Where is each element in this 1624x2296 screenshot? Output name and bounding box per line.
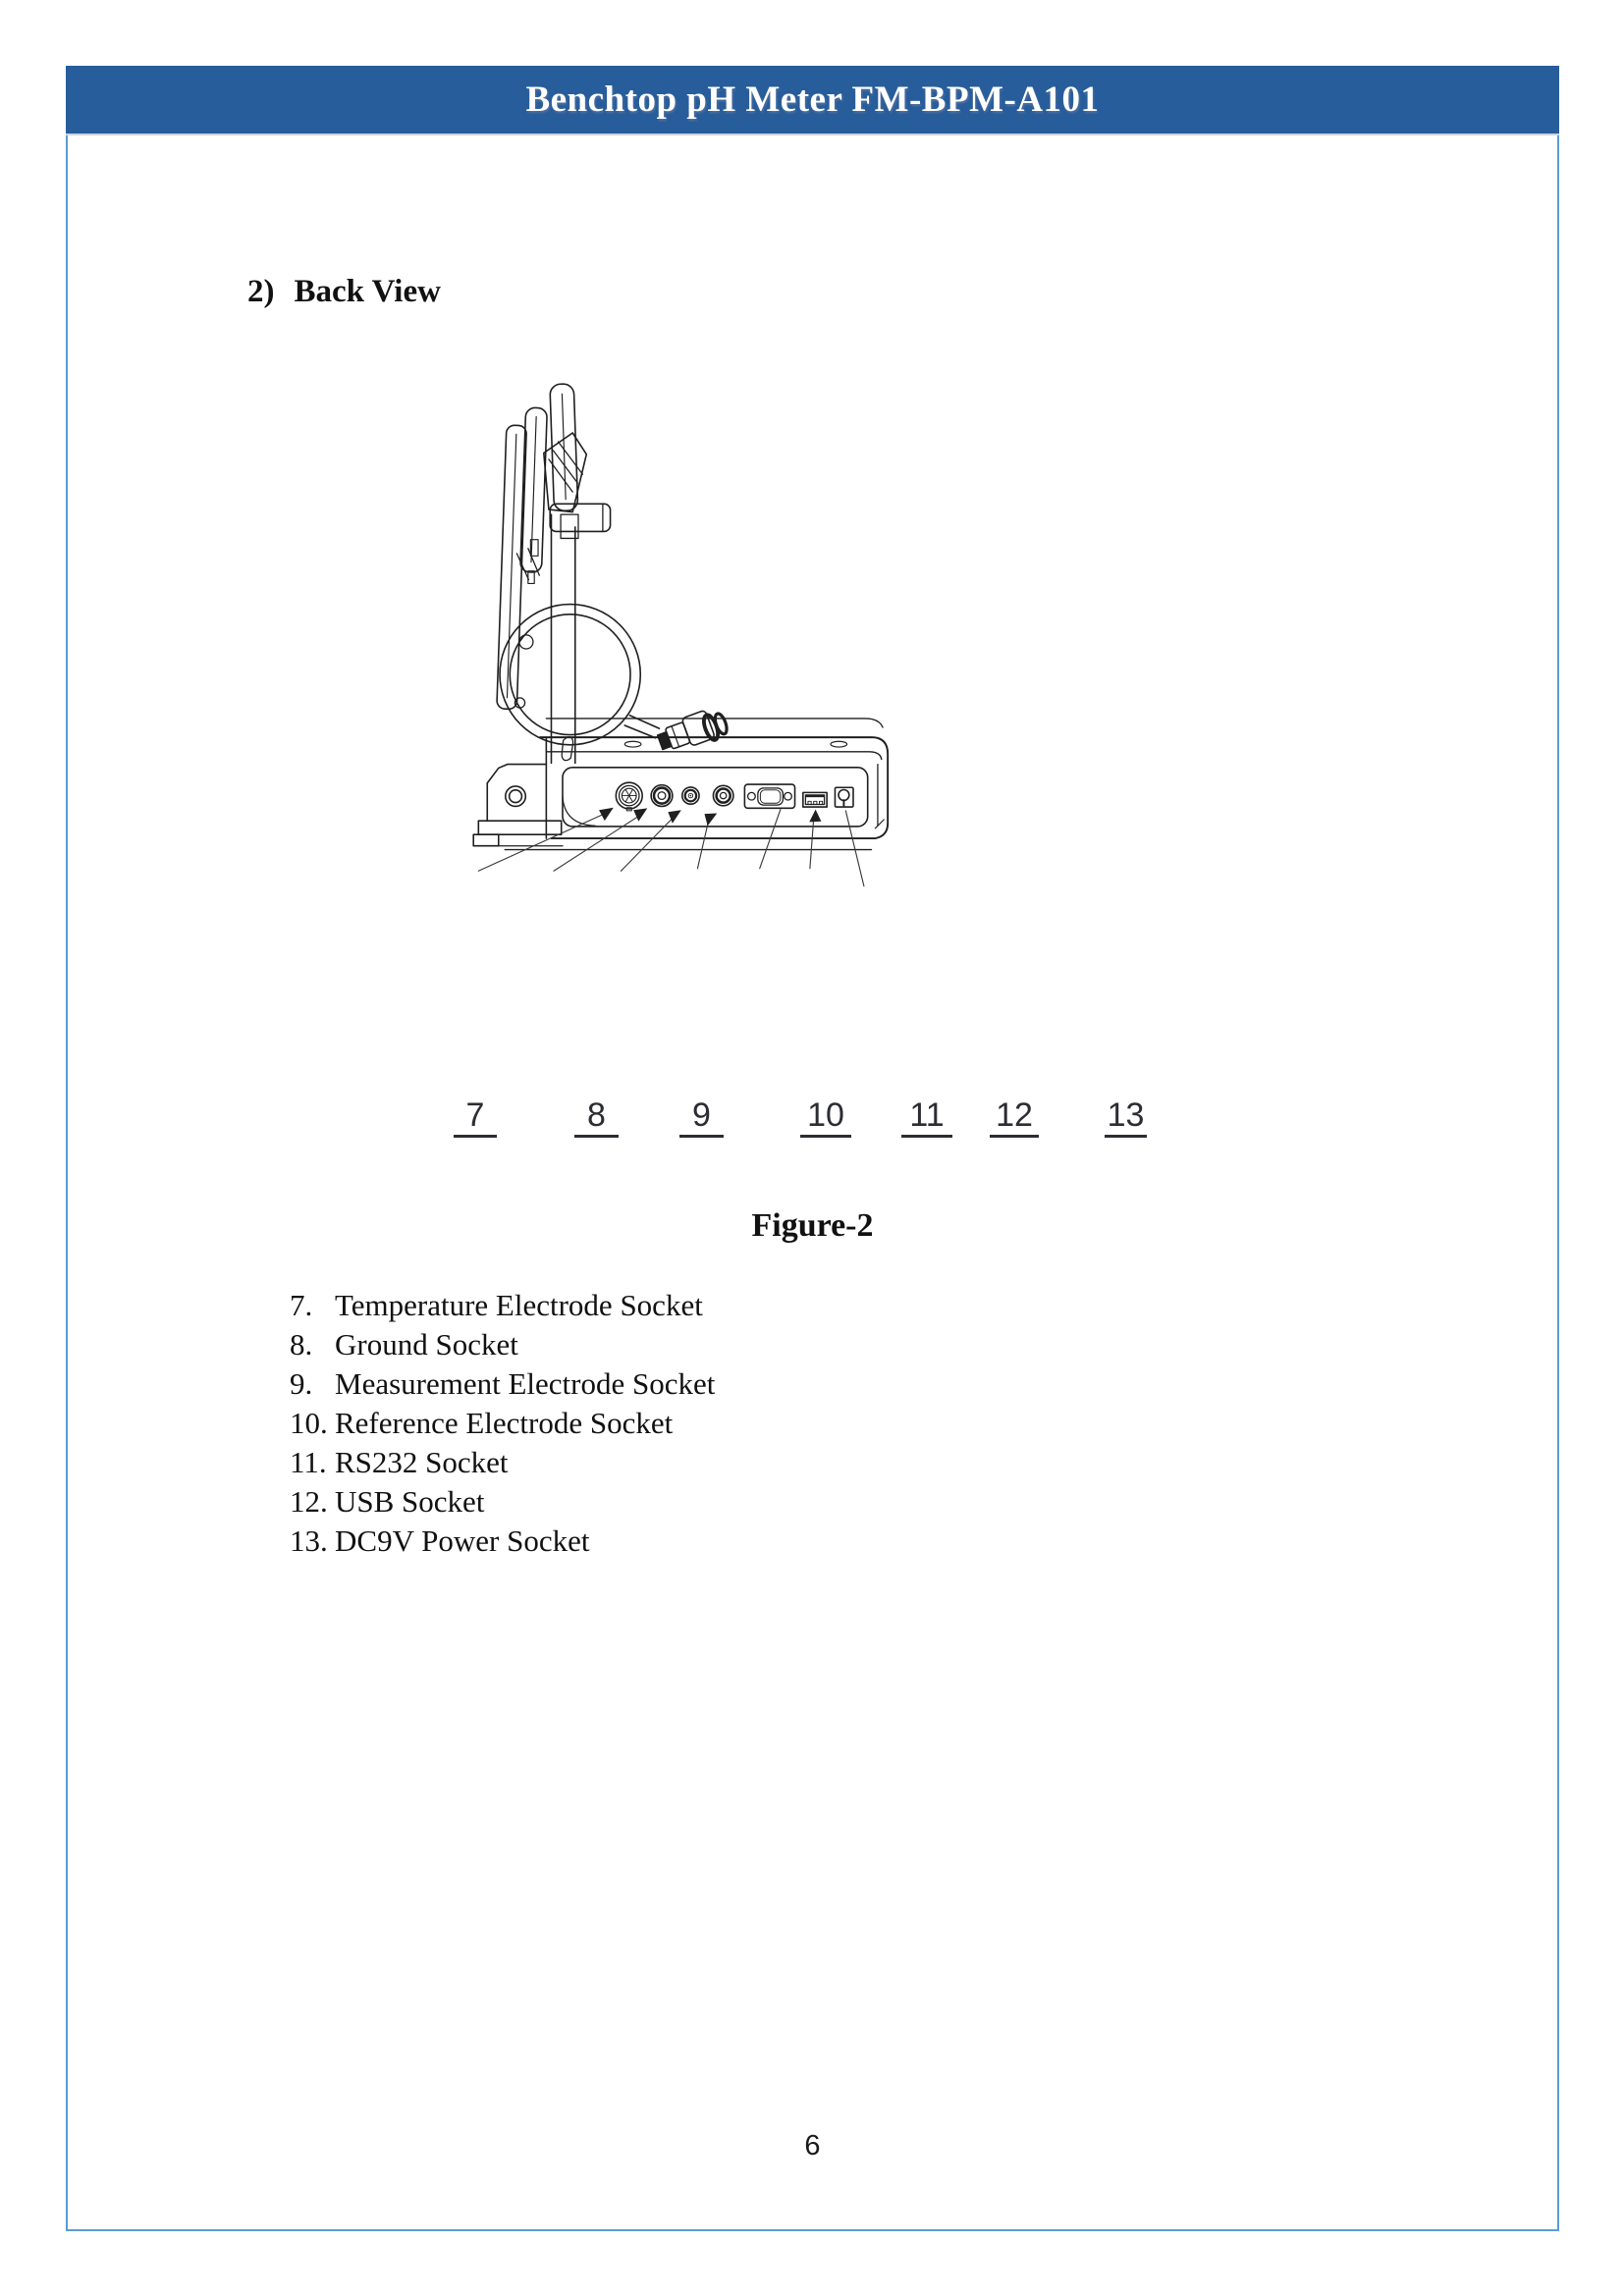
callout-label-9: 9 bbox=[679, 1098, 724, 1138]
meter-body bbox=[504, 718, 890, 851]
section-number: 2) bbox=[247, 274, 275, 309]
temperature-electrode-socket bbox=[615, 781, 643, 812]
legend-item: 9.Measurement Electrode Socket bbox=[290, 1366, 716, 1401]
back-view-drawing bbox=[472, 383, 890, 887]
legend-item: 7.Temperature Electrode Socket bbox=[290, 1288, 703, 1322]
cable-plug bbox=[656, 710, 729, 751]
dc-power-socket bbox=[834, 786, 854, 808]
legend-item: 11.RS232 Socket bbox=[290, 1445, 509, 1479]
stand-pole bbox=[550, 513, 576, 765]
legend-item: 8.Ground Socket bbox=[290, 1327, 518, 1362]
legend-item: 13.DC9V Power Socket bbox=[290, 1523, 590, 1558]
back-view-figure: 7 8 9 10 11 12 13 bbox=[432, 329, 1198, 1158]
legend-item: 10.Reference Electrode Socket bbox=[290, 1406, 674, 1440]
callout-arrowheads bbox=[599, 807, 822, 827]
leader-line-13 bbox=[844, 810, 865, 887]
leader-line-8 bbox=[553, 816, 638, 872]
leader-line-9 bbox=[620, 819, 673, 872]
reference-electrode-socket bbox=[712, 784, 734, 807]
callout-leader-lines bbox=[477, 809, 865, 887]
callout-label-7: 7 bbox=[454, 1098, 497, 1138]
callout-label-10: 10 bbox=[800, 1098, 851, 1138]
electrode-cable bbox=[499, 548, 661, 746]
legend-item: 12.USB Socket bbox=[290, 1484, 485, 1519]
leader-line-10 bbox=[696, 821, 709, 870]
callout-label-8: 8 bbox=[574, 1098, 619, 1138]
leader-line-11 bbox=[759, 809, 782, 870]
leader-line-12 bbox=[809, 818, 815, 870]
page-border bbox=[66, 66, 1559, 2231]
callout-label-12: 12 bbox=[990, 1098, 1039, 1138]
base-knob bbox=[505, 785, 527, 808]
ground-socket bbox=[650, 783, 674, 808]
measurement-electrode-socket bbox=[680, 786, 700, 805]
page-number: 6 bbox=[804, 2130, 821, 2162]
rs232-socket bbox=[743, 783, 796, 810]
socket-legend: 7.Temperature Electrode Socket 8.Ground … bbox=[290, 1286, 715, 1561]
holder-bracket bbox=[549, 503, 612, 540]
page-title: Benchtop pH Meter FM-BPM-A101 bbox=[525, 80, 1100, 120]
section-title: Back View bbox=[294, 274, 441, 309]
figure-caption: Figure-2 bbox=[751, 1207, 874, 1244]
header-bar: Benchtop pH Meter FM-BPM-A101 bbox=[66, 66, 1559, 135]
electrode-assembly bbox=[496, 383, 579, 711]
section-heading: 2) Back View bbox=[247, 274, 441, 310]
callout-label-11: 11 bbox=[901, 1098, 952, 1138]
leader-line-7 bbox=[477, 814, 604, 872]
usb-socket bbox=[802, 791, 828, 808]
callout-label-13: 13 bbox=[1105, 1098, 1147, 1138]
electrode-clamp bbox=[543, 432, 588, 513]
stand-base bbox=[472, 763, 564, 847]
